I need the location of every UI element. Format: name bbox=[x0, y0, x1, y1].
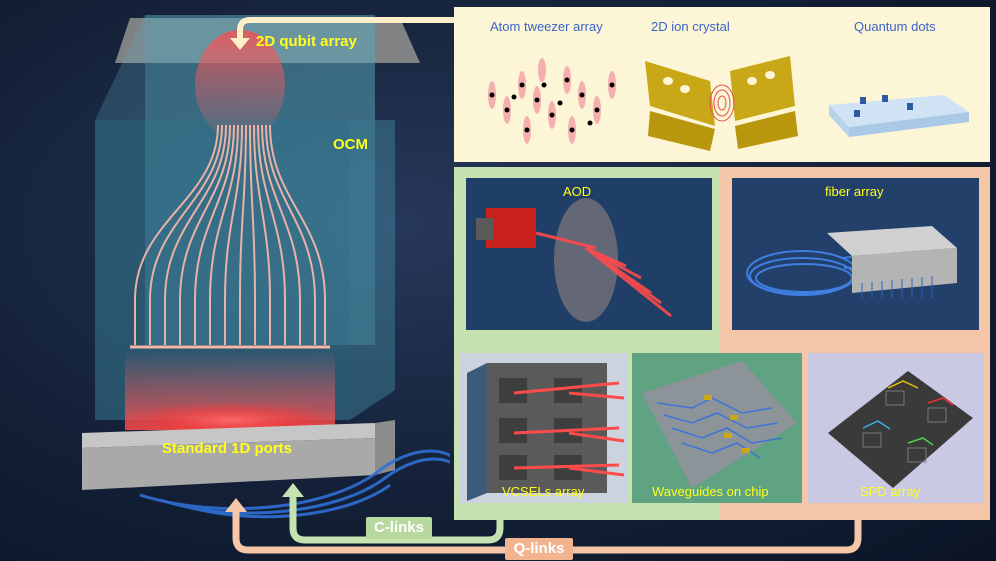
aod-image: AOD bbox=[466, 178, 712, 330]
vcsel-label: VCSELs array bbox=[502, 484, 585, 499]
platform-label-ion: 2D ion crystal bbox=[651, 19, 730, 34]
aod-label: AOD bbox=[563, 184, 592, 199]
fiber-array-image: fiber array bbox=[732, 178, 979, 330]
c-links-tag: C-links bbox=[366, 517, 432, 539]
port-block-top bbox=[82, 423, 375, 448]
fiber-array-label: fiber array bbox=[825, 184, 884, 199]
atom-tweezer-image bbox=[488, 58, 616, 144]
qubit-plane bbox=[115, 18, 420, 63]
ocm-cube-front bbox=[95, 120, 350, 420]
ion-crystal-image bbox=[645, 56, 798, 151]
ocm-label: OCM bbox=[333, 136, 368, 153]
port-block-front bbox=[82, 438, 375, 490]
ports-label: Standard 1D ports bbox=[162, 440, 293, 457]
q-links-arrowhead bbox=[225, 498, 247, 512]
q-links-tag: Q-links bbox=[505, 538, 573, 560]
waveguide-label: Waveguides on chip bbox=[652, 484, 769, 499]
waveguide-chip-image: Waveguides on chip bbox=[632, 353, 802, 503]
ocm-scene bbox=[0, 0, 464, 530]
qubit-array-label: 2D qubit array bbox=[256, 33, 357, 50]
spd-label: SPD array bbox=[860, 484, 920, 499]
ocm-cube-side bbox=[350, 120, 395, 420]
platform-label-dots: Quantum dots bbox=[854, 19, 936, 34]
vcsel-array-image: VCSELs array bbox=[459, 353, 627, 503]
c-links-arrowhead bbox=[282, 483, 304, 497]
quantum-dots-image bbox=[829, 95, 969, 137]
port-block-side bbox=[375, 420, 395, 475]
qubit-platforms-panel: Atom tweezer array 2D ion crystal Quantu… bbox=[454, 7, 990, 162]
platform-label-atom: Atom tweezer array bbox=[490, 19, 603, 34]
spd-array-image: SPD array bbox=[808, 353, 984, 503]
